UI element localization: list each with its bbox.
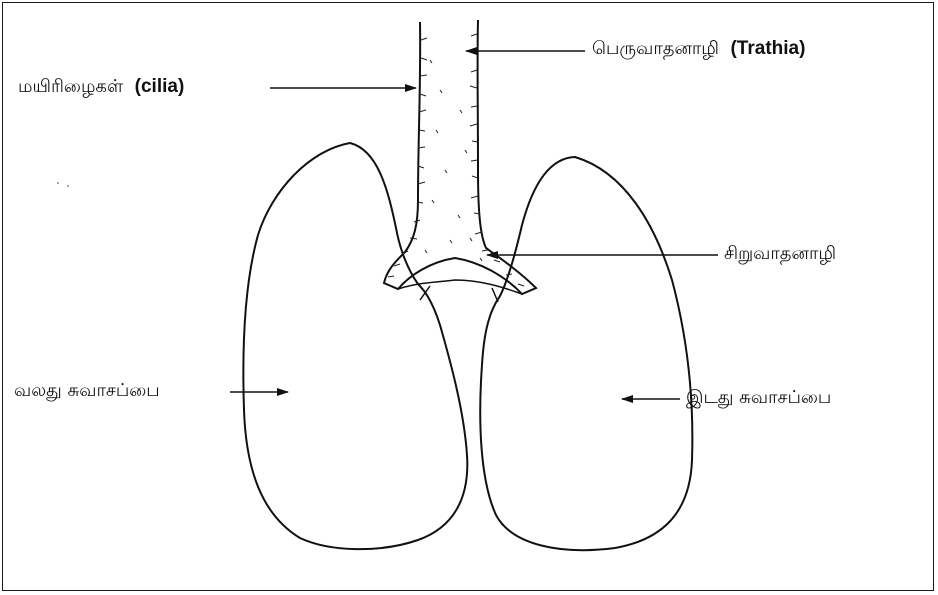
- trachea-label: பெருவாதனாழி (Trathia): [592, 38, 805, 60]
- trachea-label-english: (Trathia): [730, 38, 805, 59]
- cilia-label-tamil: மயிரிழைகள்: [18, 76, 123, 97]
- cilia-label-english: (cilia): [135, 76, 185, 97]
- trachea: [384, 20, 536, 294]
- speck-marks: [57, 182, 69, 187]
- right-lung-label-tamil: வலது சுவாசப்பை: [14, 380, 160, 401]
- bronchus-label-tamil: சிறுவாதனாழி: [724, 243, 836, 264]
- cilia-label: மயிரிழைகள் (cilia): [18, 76, 184, 98]
- left-lung-label: இடது சுவாசப்பை: [686, 387, 831, 409]
- left-lung-outline: [480, 157, 692, 550]
- bronchus-label: சிறுவாதனாழி: [724, 243, 836, 265]
- right-lung-outline: [243, 143, 467, 549]
- left-lung-label-tamil: இடது சுவாசப்பை: [686, 387, 831, 408]
- right-lung-label: வலது சுவாசப்பை: [14, 380, 160, 402]
- trachea-label-tamil: பெருவாதனாழி: [592, 38, 719, 59]
